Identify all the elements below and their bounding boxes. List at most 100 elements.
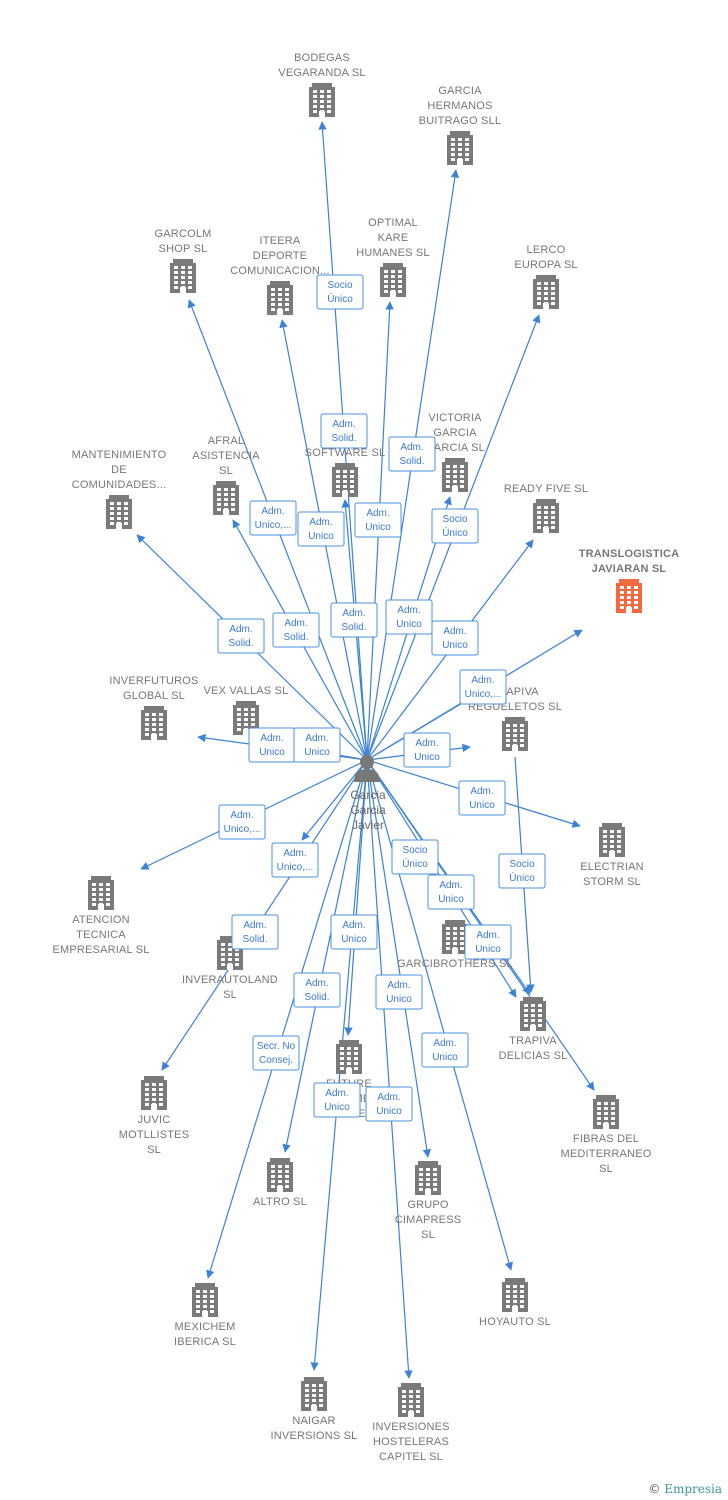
building-icon (447, 131, 473, 165)
relation-label-afral[interactable]: Adm.Unico,... (249, 500, 297, 536)
relation-text: Adm. (471, 675, 494, 686)
building-icon (301, 1377, 327, 1411)
relation-label-fibras[interactable]: Adm.Unico (427, 874, 475, 910)
relation-label-victoria[interactable]: Adm.Solid. (330, 602, 378, 638)
person-name-line: Javier (352, 818, 384, 832)
relation-label-translogistica[interactable]: Adm.Unico (431, 620, 479, 656)
company-name-line: DEPORTE (253, 250, 307, 262)
relation-label-inverfuturos[interactable]: Adm.Unico,... (459, 669, 507, 705)
relation-label-grupo[interactable]: Adm.Unico (375, 974, 423, 1010)
relation-label-hoyauto[interactable]: Adm.Unico (464, 924, 512, 960)
company-node-ready_five[interactable]: READY FIVE SL (504, 483, 588, 533)
relation-label-software[interactable]: Adm.Solid. (320, 413, 368, 449)
relation-label-altro[interactable]: Adm.Solid. (293, 972, 341, 1008)
company-name-line: ATENCION (72, 914, 130, 926)
relation-text: Socio (327, 280, 352, 291)
company-name-line: IBERICA SL (174, 1336, 236, 1348)
relation-label-inversiones[interactable]: Adm.Unico (365, 1086, 413, 1122)
relation-box (293, 972, 341, 1008)
relation-label-electrian[interactable]: Adm.Unico (458, 780, 506, 816)
building-icon (520, 997, 546, 1031)
relation-text: Adm. (443, 626, 466, 637)
relation-label-trapiva_reg[interactable]: Adm.Unico (403, 732, 451, 768)
building-icon (213, 481, 239, 515)
relation-text: Adm. (284, 618, 307, 629)
relation-label-optimal[interactable]: Adm.Unico (354, 502, 402, 538)
brand-name: Empresia (664, 1482, 722, 1496)
relation-box (431, 620, 479, 656)
building-icon (336, 1040, 362, 1074)
company-name-line: INVERAUTOLAND (182, 974, 278, 986)
relation-text: Adm. (229, 624, 252, 635)
company-name-line: SHOP SL (159, 243, 208, 255)
building-icon (415, 1161, 441, 1195)
building-icon (170, 259, 196, 293)
company-name-line: INVERSIONS SL (271, 1430, 358, 1442)
company-name-line: INVERSIONES (372, 1421, 449, 1433)
relation-label-garcolm[interactable]: Adm.Solid. (272, 612, 320, 648)
company-node-software[interactable]: SOFTWARE SL (305, 447, 386, 497)
relation-text: Unico (469, 800, 495, 811)
company-node-naigar[interactable]: NAIGAR INVERSIONS SL (271, 1377, 358, 1442)
relation-label-iteera[interactable]: Adm.Unico (297, 511, 345, 547)
relation-label-naigar[interactable]: Adm.Unico (313, 1082, 361, 1118)
company-name-line: VEGARANDA SL (278, 67, 365, 79)
relation-box (320, 413, 368, 449)
company-name-line: ASISTENCIA (192, 450, 260, 462)
company-node-mantenimiento[interactable]: MANTENIMIENTODECOMUNIDADES... (72, 449, 167, 529)
relation-label-inverautoland[interactable]: Adm.Unico,... (271, 842, 319, 878)
company-name-line: VICTORIA (428, 412, 482, 424)
relation-text: Unico,... (255, 520, 292, 531)
company-name-line: NAIGAR (292, 1415, 335, 1427)
company-node-altro[interactable]: ALTRO SL (253, 1158, 307, 1208)
relation-text: Solid. (242, 934, 267, 945)
relation-box (293, 727, 341, 763)
relation-text: Adm. (377, 1092, 400, 1103)
company-node-hoyauto[interactable]: HOYAUTO SL (479, 1278, 551, 1328)
relation-label-vex_vallas[interactable]: Adm.Unico (248, 727, 296, 763)
company-name-line: GARCIA SL (425, 442, 485, 454)
building-icon (533, 275, 559, 309)
relation-label-juvic[interactable]: Adm.Unico,... (218, 804, 266, 840)
relation-label-garcibrothers[interactable]: Adm.Solid. (231, 914, 279, 950)
company-node-garcibrothers[interactable]: GARCIBROTHERS SL (397, 920, 513, 970)
relation-label-hoyauto2[interactable]: Adm.Unico (421, 1032, 469, 1068)
relation-label-garcia_hermanos[interactable]: Adm.Solid. (388, 436, 436, 472)
company-node-iteera[interactable]: ITEERADEPORTECOMUNICACION... (230, 235, 330, 315)
relation-text: Adm. (397, 605, 420, 616)
relation-box (421, 1032, 469, 1068)
relation-text: Adm. (305, 733, 328, 744)
empresia-credit[interactable]: © Empresia (648, 1482, 722, 1496)
relation-label-atencion[interactable]: Adm.Unico (293, 727, 341, 763)
relation-label-ready_five[interactable]: Adm.Unico (385, 599, 433, 635)
company-name-line: EMPRESARIAL SL (52, 944, 149, 956)
relation-label-future[interactable]: Adm.Unico (330, 914, 378, 950)
relation-text: Adm. (433, 1038, 456, 1049)
relation-label-mantenimiento[interactable]: Adm.Solid. (217, 618, 265, 654)
company-name-line: READY FIVE SL (504, 483, 588, 495)
